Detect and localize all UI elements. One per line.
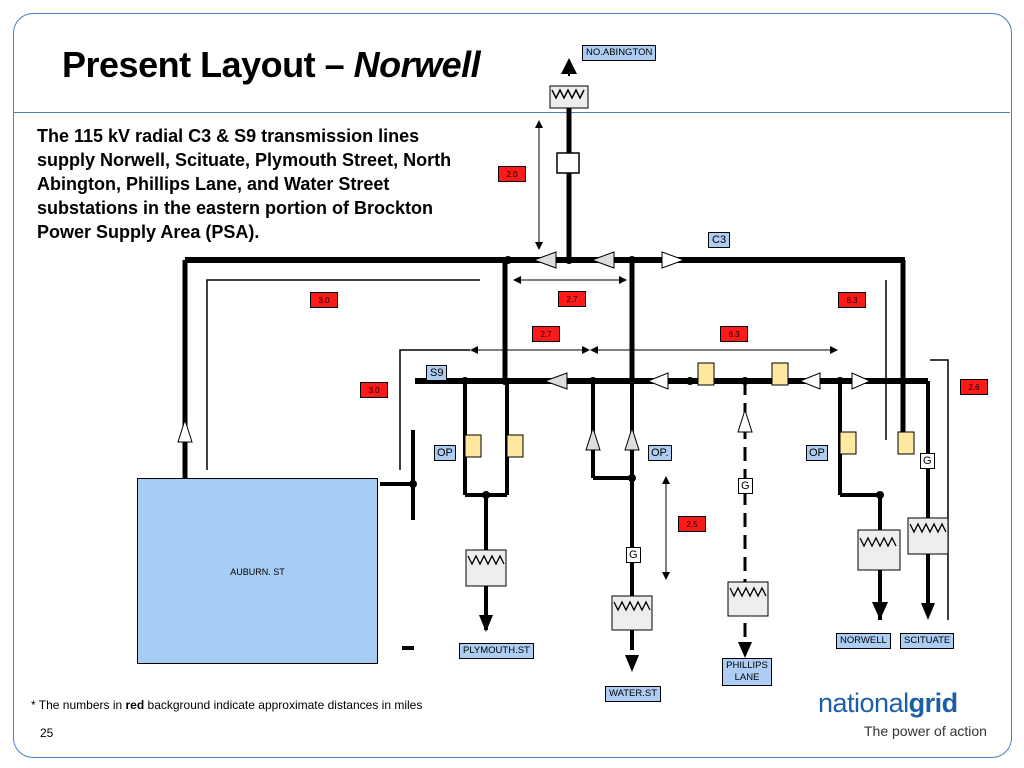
- footnote: * The numbers in red background indicate…: [31, 698, 423, 712]
- transformer-icon: [549, 85, 589, 109]
- switch-label-op-2: OP.: [648, 445, 672, 461]
- bus-s9: S9: [426, 365, 448, 381]
- distance-s9-a: 2.7: [532, 326, 560, 342]
- switch-label-op-3: OP: [806, 445, 828, 461]
- distance-s9-right: 2.6: [960, 379, 988, 395]
- slide-frame: [13, 13, 1012, 758]
- national-grid-logo: nationalgrid: [818, 688, 958, 718]
- generator-phillips: G: [738, 478, 753, 494]
- station-auburn: AUBURN. ST: [137, 478, 378, 664]
- distance-c3-right: 6.3: [838, 292, 866, 308]
- generator-water: G: [626, 547, 641, 563]
- distance-water: 2.5: [678, 516, 706, 532]
- bus-c3: C3: [708, 232, 731, 248]
- distance-c3-mid: 2.7: [558, 291, 586, 307]
- switch-label-op-1: OP: [434, 445, 456, 461]
- station-norwell: NORWELL: [836, 633, 891, 649]
- station-phillips: PHILLIPS LANE: [722, 658, 772, 686]
- title-italic: Norwell: [353, 44, 481, 85]
- station-water: WATER.ST: [605, 686, 662, 702]
- title-main: Present Layout –: [62, 44, 354, 85]
- title-divider: [14, 112, 1010, 113]
- station-plymouth: PLYMOUTH.ST: [459, 643, 534, 659]
- distance-no-abington: 2.0: [498, 166, 526, 182]
- station-scituate: SCITUATE: [900, 633, 955, 649]
- slide-title: Present Layout – Norwell: [62, 44, 481, 86]
- station-no-abington: NO.ABINGTON: [582, 45, 657, 61]
- distance-s9-left: 3.0: [360, 382, 388, 398]
- generator-scituate: G: [920, 453, 935, 469]
- tagline: The power of action: [864, 723, 987, 739]
- distance-s9-b: 6.3: [720, 326, 748, 342]
- distance-c3-left: 3.0: [310, 292, 338, 308]
- slide-description: The 115 kV radial C3 & S9 transmission l…: [37, 126, 452, 242]
- page-number: 25: [40, 726, 54, 740]
